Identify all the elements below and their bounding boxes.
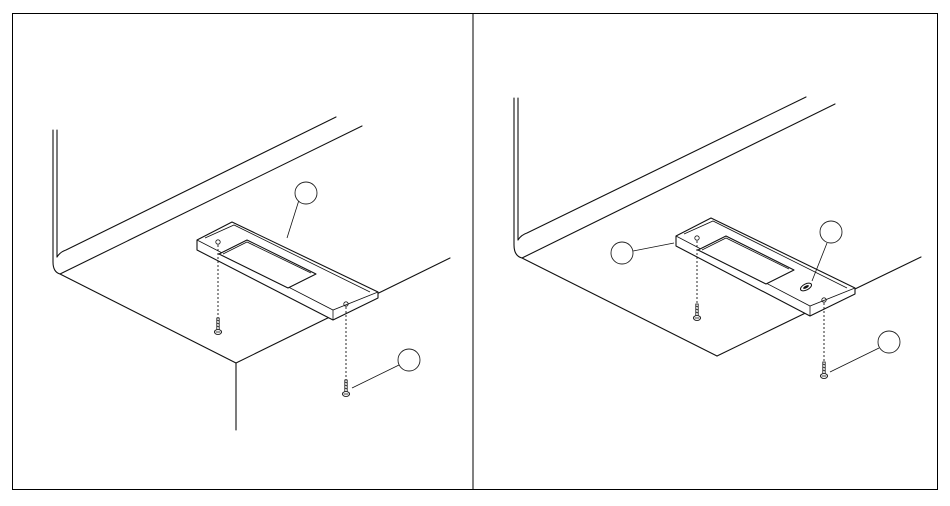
screw [342, 380, 349, 396]
cabinet-underside [60, 258, 450, 430]
cabinet-side-wall [514, 98, 518, 245]
cabinet-underside [522, 257, 921, 356]
callout-circle [830, 331, 900, 372]
cabinet-front-edge [514, 97, 835, 258]
screw [820, 362, 827, 378]
callout-circle [287, 182, 317, 238]
right-panel [514, 97, 921, 378]
cabinet-side-wall [53, 130, 57, 262]
callout-circle [352, 349, 420, 388]
screw [693, 304, 700, 320]
left-panel [53, 117, 450, 430]
callout-circle [611, 242, 674, 264]
screw [214, 318, 221, 334]
